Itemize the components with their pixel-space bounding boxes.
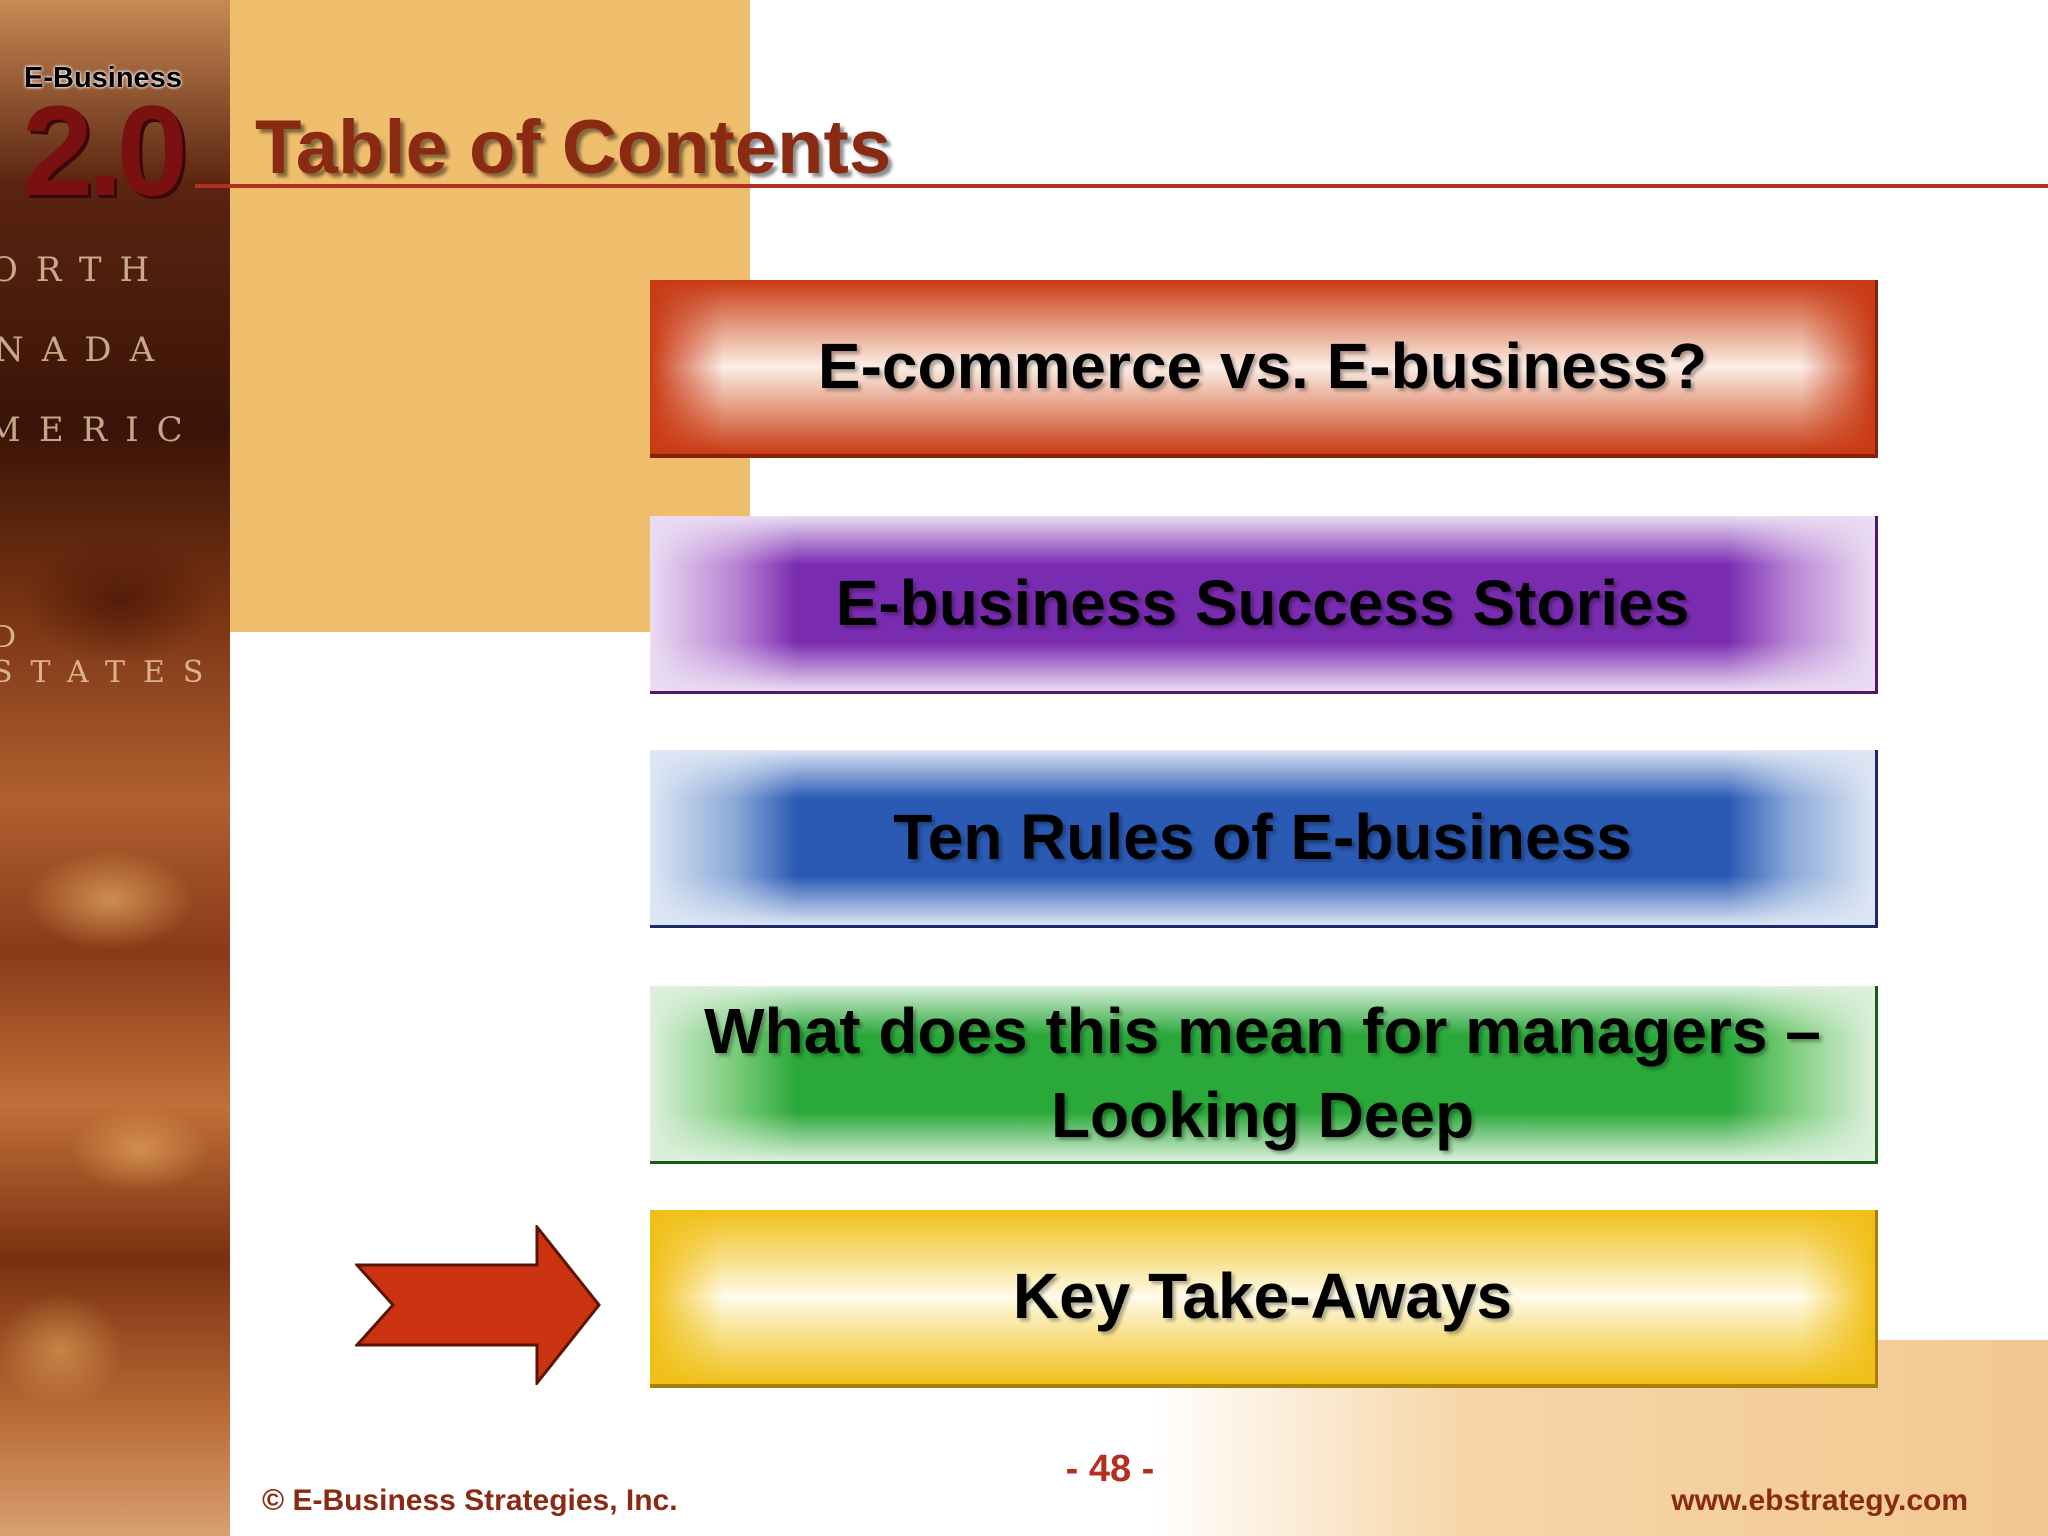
arrow-right-icon: [355, 1225, 601, 1385]
toc-item-label: E-commerce vs. E-business?: [817, 330, 1708, 403]
toc-item-label: What does this mean for managers – Looki…: [704, 995, 1821, 1151]
toc-item-success-stories[interactable]: E-business Success Stories: [650, 516, 1878, 694]
toc-item-label: Key Take-Aways: [1012, 1260, 1513, 1333]
toc-item-ecommerce-vs-ebusiness[interactable]: E-commerce vs. E-business?: [650, 280, 1878, 458]
logo-subtitle: E-Business: [24, 62, 182, 94]
title-underline: [195, 184, 2048, 188]
copyright-notice: © E-Business Strategies, Inc.: [262, 1484, 678, 1517]
website-link[interactable]: www.ebstrategy.com: [1671, 1484, 1968, 1517]
toc-item-ten-rules[interactable]: Ten Rules of E-business: [650, 750, 1878, 928]
page-number: - 48 -: [1065, 1448, 1155, 1490]
toc-item-key-take-aways[interactable]: Key Take-Aways: [650, 1210, 1878, 1388]
decorative-map-collage: ORTH NADA MERIC D STATES: [0, 0, 230, 1536]
logo-version: 2.0: [22, 80, 188, 223]
toc-item-label: Ten Rules of E-business: [893, 800, 1632, 873]
toc-item-label: E-business Success Stories: [835, 566, 1690, 639]
toc-item-looking-deep[interactable]: What does this mean for managers – Looki…: [650, 986, 1878, 1164]
page-title: Table of Contents: [255, 105, 892, 190]
